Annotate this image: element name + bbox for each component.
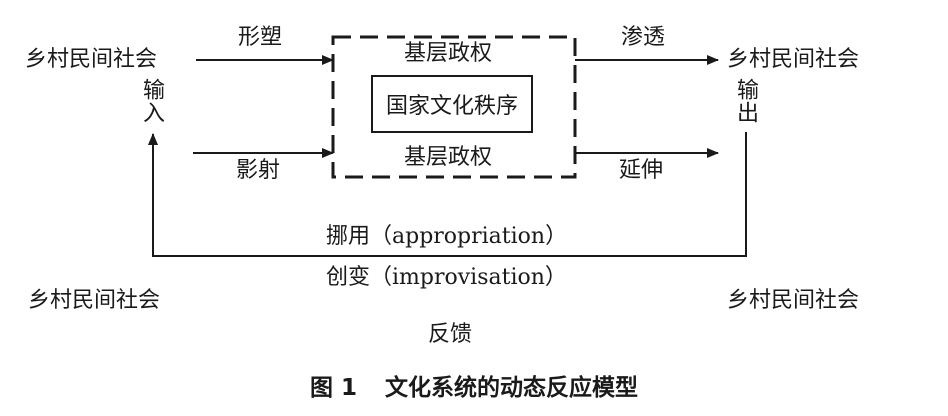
node-grassroots-bottom: 基层政权 (404, 145, 493, 170)
loop-label-feedback: 反馈 (428, 322, 473, 347)
loop-label-improvisation: 创变（improvisation） (326, 265, 567, 290)
node-national-order: 国家文化秩序 (385, 94, 518, 119)
node-rural-society-left-top: 乡村民间社会 (25, 47, 158, 72)
figure-title: 文化系统的动态反应模型 (385, 375, 638, 401)
edge-label-shaping: 形塑 (238, 25, 283, 50)
node-grassroots-top: 基层政权 (404, 41, 493, 66)
node-rural-society-right-bottom: 乡村民间社会 (727, 288, 860, 313)
figure-number: 图 1 (309, 375, 357, 401)
figure-caption: 图 1 文化系统的动态反应模型 (0, 368, 948, 402)
edge-label-output: 输出 (733, 78, 758, 124)
edge-label-input: 输入 (139, 78, 164, 124)
edge-label-influence: 影射 (236, 158, 281, 183)
feedback-loop-line (148, 132, 747, 257)
node-rural-society-left-bottom: 乡村民间社会 (28, 288, 161, 313)
loop-label-appropriation: 挪用（appropriation） (326, 224, 568, 249)
edge-label-permeation: 渗透 (621, 25, 666, 50)
node-rural-society-right-top: 乡村民间社会 (727, 47, 860, 72)
grassroots-dashed-box (331, 35, 577, 179)
edge-label-extension: 延伸 (619, 158, 664, 183)
node-national-order-box: 国家文化秩序 (371, 75, 533, 133)
